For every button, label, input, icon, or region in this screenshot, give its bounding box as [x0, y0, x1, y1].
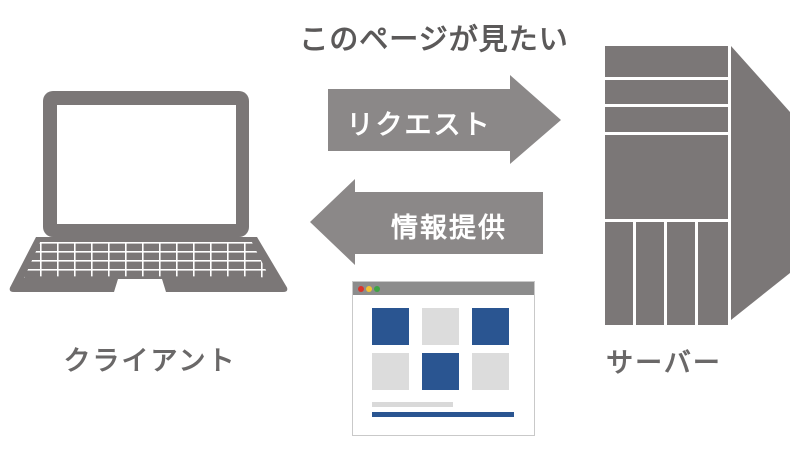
response-arrow: [310, 179, 543, 265]
green-traffic-dot-icon: [374, 285, 380, 292]
web-page-preview: [352, 281, 535, 436]
server-bay: [605, 46, 728, 77]
yellow-traffic-dot-icon: [366, 285, 372, 292]
intent-note: このページが見たい: [299, 22, 569, 56]
red-traffic-dot-icon: [358, 285, 364, 292]
page-tile-blue: [472, 308, 509, 345]
server-side-panel: [731, 46, 790, 320]
page-tile-gray: [422, 308, 459, 345]
server-label: サーバー: [606, 348, 722, 379]
server-vent: [636, 222, 664, 325]
server-vent: [605, 222, 633, 325]
laptop-screen: [57, 105, 236, 224]
page-text-bar-blue: [372, 412, 514, 417]
page-tile-gray: [472, 353, 509, 390]
server-vent: [698, 222, 728, 325]
browser-titlebar: [353, 282, 534, 295]
laptop-touchpad: [114, 279, 166, 292]
page-tile-gray: [372, 353, 409, 390]
server-panel: [605, 135, 728, 219]
server-bay: [605, 107, 728, 132]
page-text-bar-gray: [372, 402, 453, 407]
browser-tiles: [372, 308, 509, 390]
page-tile-blue: [372, 308, 409, 345]
request-arrow: [328, 75, 561, 164]
server-vent: [667, 222, 695, 325]
request-arrow-label: リクエスト: [346, 110, 492, 141]
page-tile-blue: [422, 353, 459, 390]
laptop-keyboard: [24, 242, 270, 278]
response-arrow-label: 情報提供: [391, 213, 507, 244]
server-tower-icon: [605, 46, 790, 325]
laptop-icon: [9, 91, 288, 292]
server-bay: [605, 80, 728, 104]
client-label: クライアント: [63, 346, 237, 377]
